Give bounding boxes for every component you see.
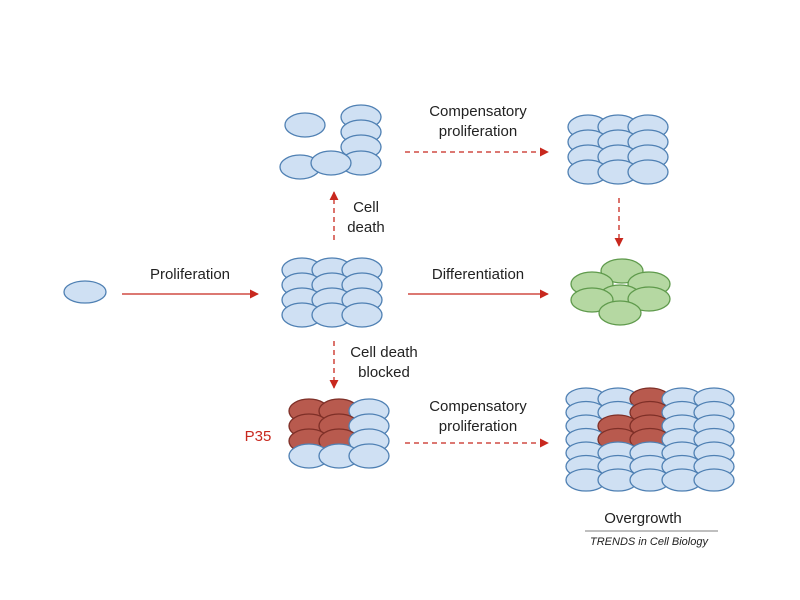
differentiated-tissue xyxy=(570,258,671,326)
overgrowth-tissue xyxy=(565,387,735,492)
cell xyxy=(627,286,671,312)
cell xyxy=(310,150,352,176)
label-p35: P35 xyxy=(245,428,272,445)
cell xyxy=(598,300,642,326)
cell xyxy=(693,468,735,492)
label-comp-bottom-2: proliferation xyxy=(439,418,517,435)
credit-text: TRENDS in Cell Biology xyxy=(590,536,709,548)
dying-tissue xyxy=(279,104,382,180)
cell xyxy=(63,280,107,304)
label-cell-death-1: Cell xyxy=(353,199,379,216)
label-comp-top-1: Compensatory xyxy=(429,103,527,120)
cell xyxy=(348,443,390,469)
compensated-tissue xyxy=(567,114,669,185)
label-cell-death-2: death xyxy=(347,219,385,236)
cell xyxy=(284,112,326,138)
label-differentiation: Differentiation xyxy=(432,266,524,283)
label-cell-death-blocked-2: blocked xyxy=(358,364,410,381)
proliferated-tissue xyxy=(281,257,383,328)
p35-tissue xyxy=(288,398,390,469)
label-comp-bottom-1: Compensatory xyxy=(429,398,527,415)
label-comp-top-2: proliferation xyxy=(439,123,517,140)
label-cell-death-blocked-1: Cell death xyxy=(350,344,418,361)
label-overgrowth: Overgrowth xyxy=(604,510,682,527)
single-cell xyxy=(63,280,107,304)
cell xyxy=(627,159,669,185)
label-proliferation: Proliferation xyxy=(150,266,230,283)
cell xyxy=(341,302,383,328)
